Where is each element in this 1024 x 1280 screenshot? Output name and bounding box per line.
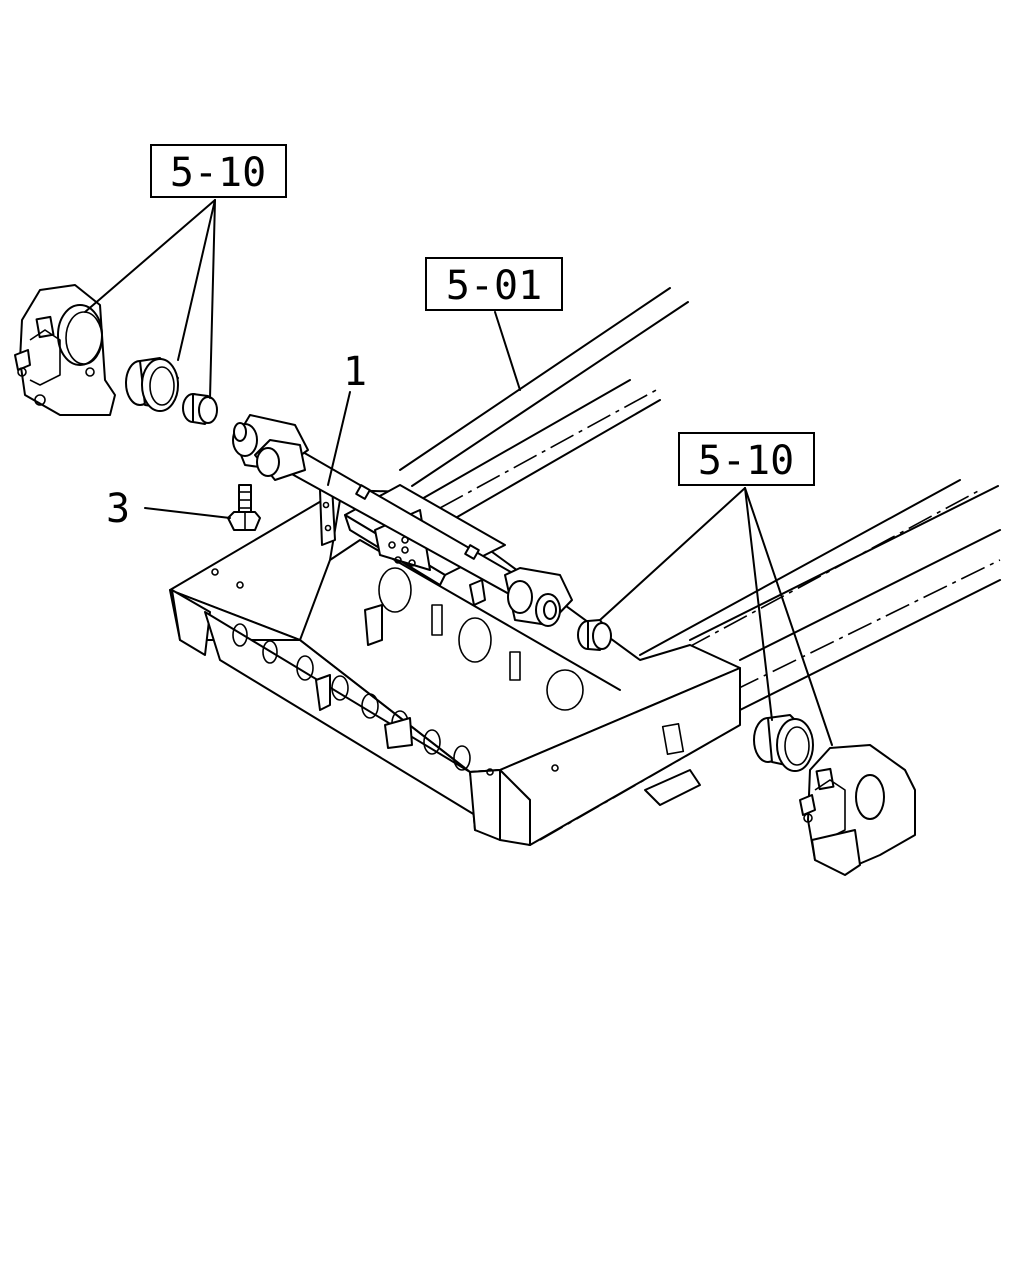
callout-label: 5-10 <box>170 150 266 196</box>
crossmember <box>169 489 741 846</box>
callout-ref-center: 5-01 <box>425 257 563 311</box>
callout-ref-top-left: 5-10 <box>150 144 287 198</box>
left-bushing <box>125 357 179 412</box>
callout-ref-right: 5-10 <box>678 432 815 486</box>
frame-rails <box>399 287 1001 711</box>
callout-label: 5-01 <box>446 263 542 309</box>
part-number-3: 3 <box>106 486 130 532</box>
callout-label: 5-10 <box>698 438 794 484</box>
left-collar <box>182 393 218 425</box>
right-collar <box>577 619 612 651</box>
part-number-1: 1 <box>343 349 367 395</box>
shaft-assembly <box>232 414 573 627</box>
leader-lines <box>84 199 833 746</box>
bolt <box>227 484 261 531</box>
left-mount-bracket <box>14 284 116 416</box>
right-bushing <box>753 714 814 772</box>
right-mount-bracket <box>799 744 916 876</box>
